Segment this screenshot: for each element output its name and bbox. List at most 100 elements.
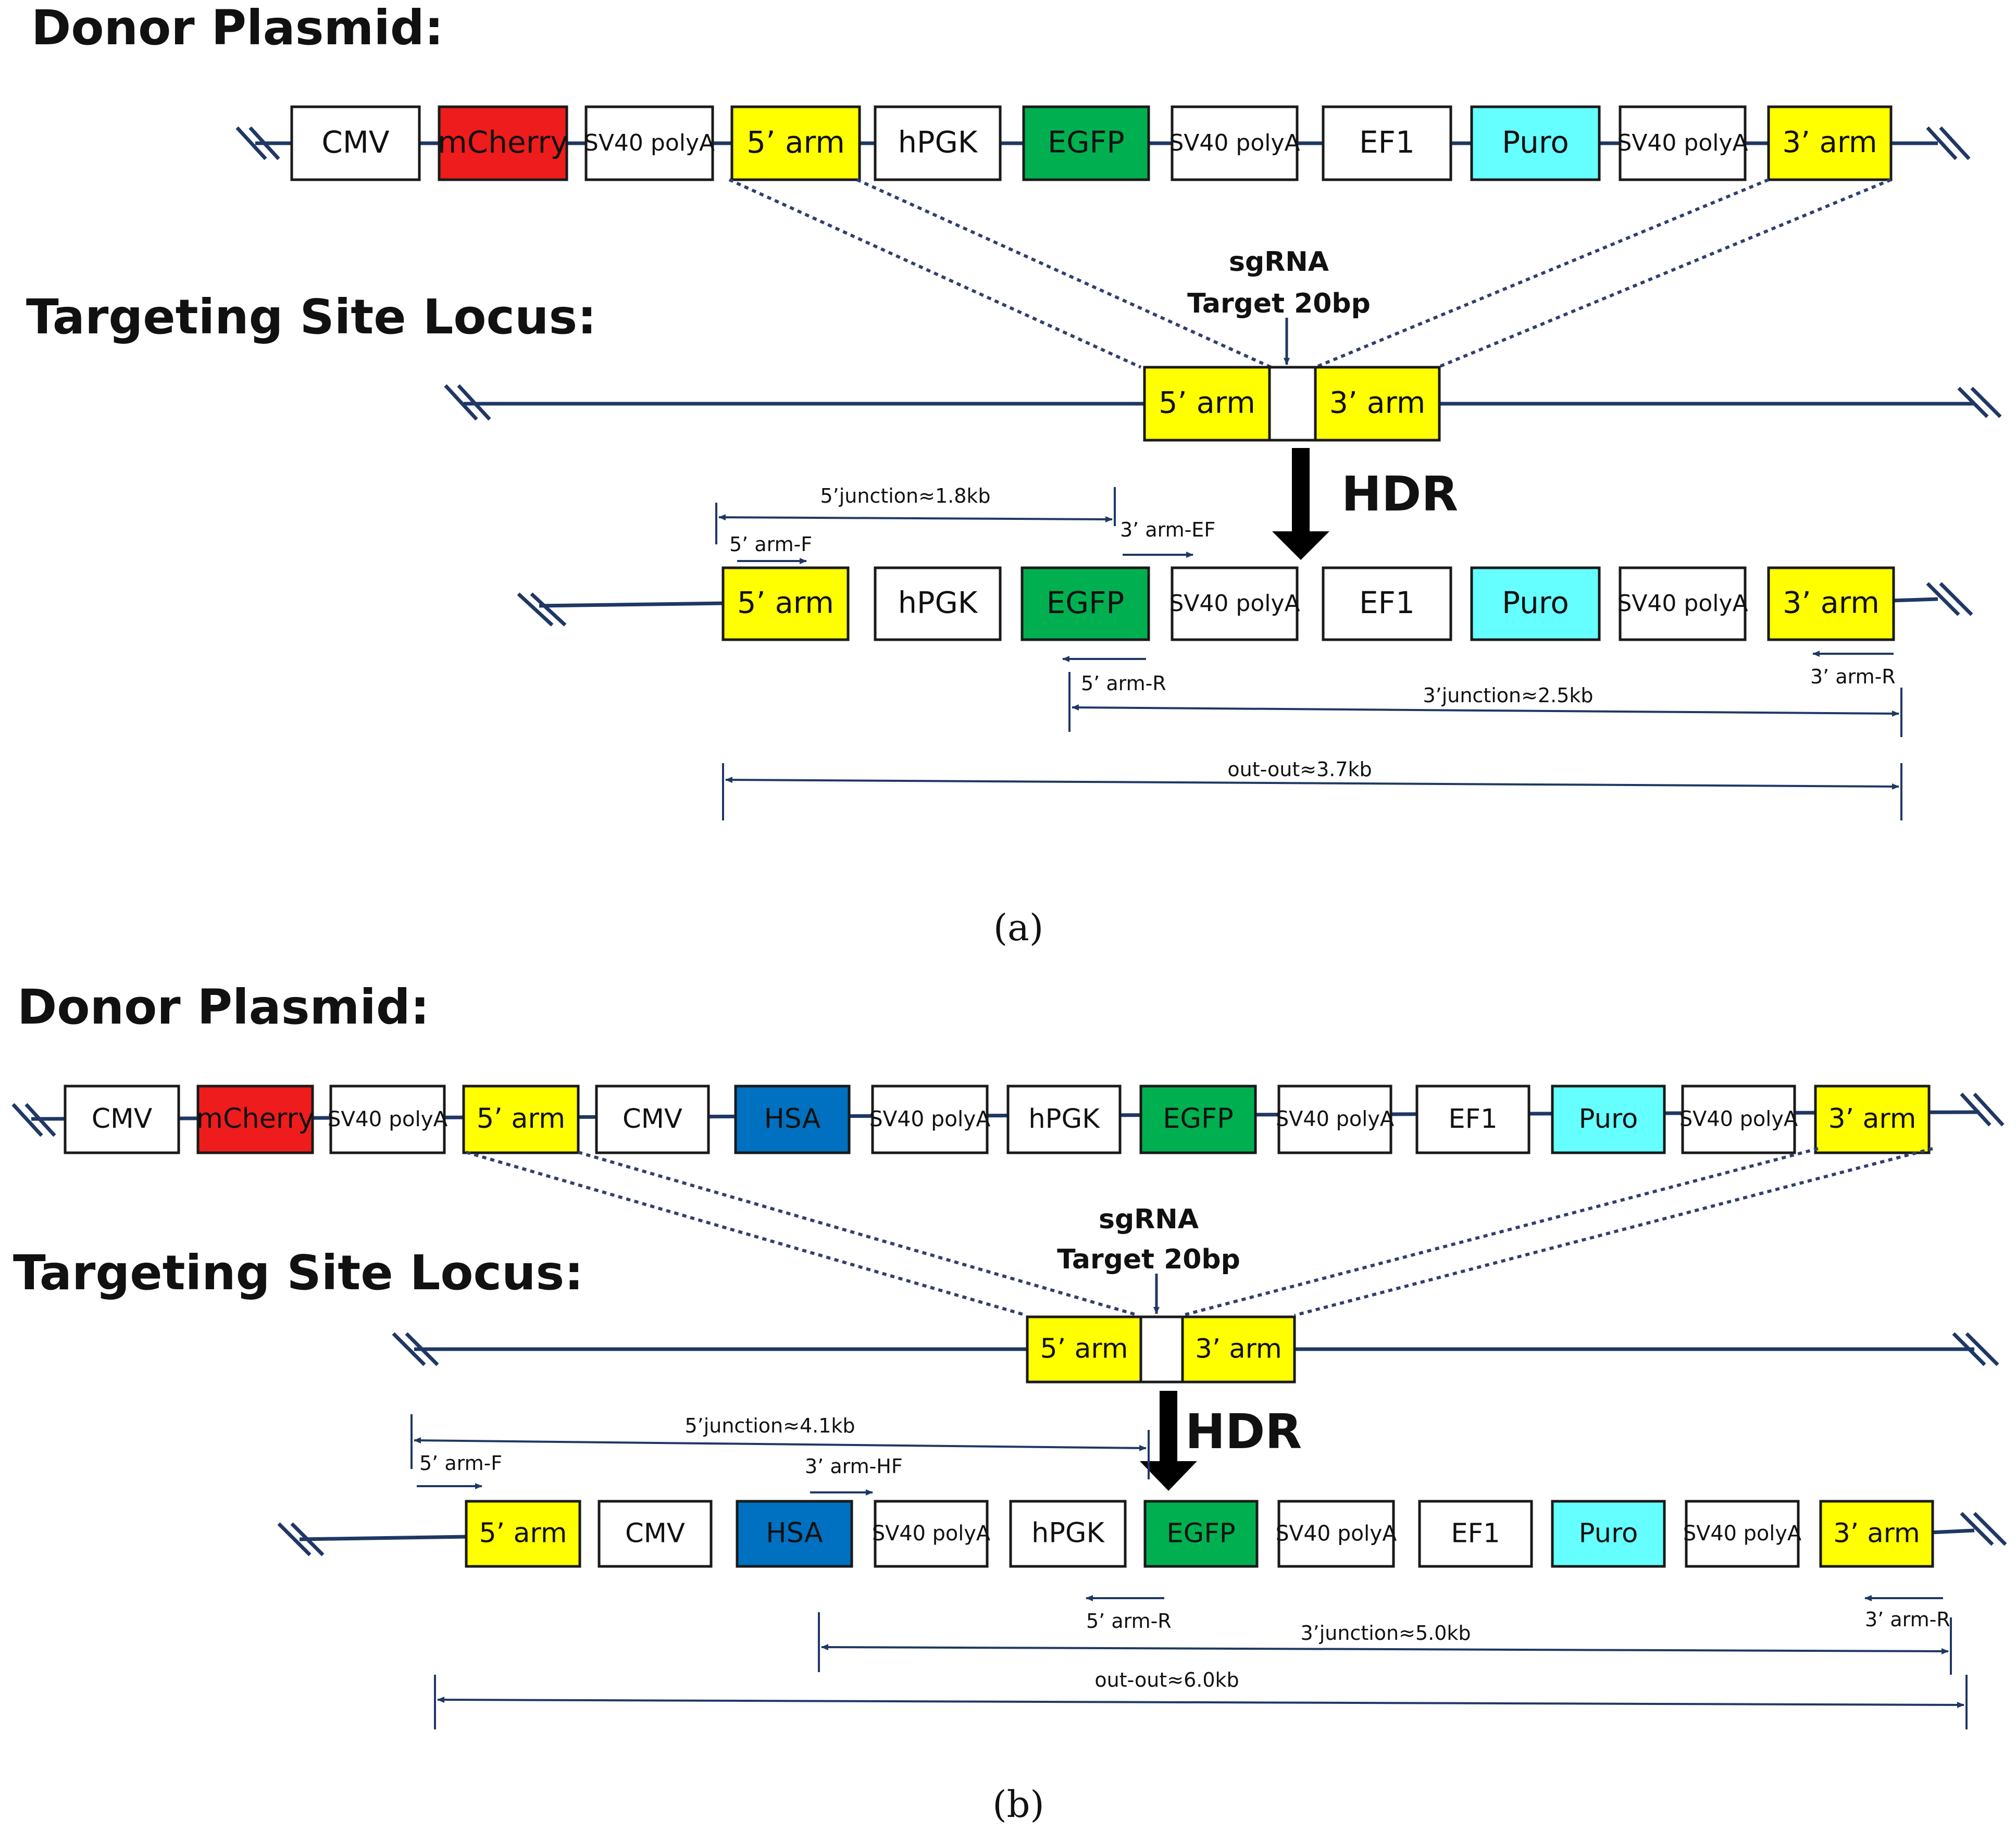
element-box-5-arm: [1026, 1315, 1142, 1384]
element-box-mcherry: [196, 1085, 314, 1154]
element-label-sv40-polya: SV40 polyA: [328, 1107, 448, 1131]
element-label-3-arm: 3’ arm: [1329, 386, 1425, 420]
element-box-puro: [1470, 566, 1601, 641]
element-label-sv40-polya: SV40 polyA: [1276, 1107, 1394, 1131]
element-box-ef1: [1418, 1500, 1533, 1568]
panel-a-locus-heading: Targeting Site Locus:: [26, 289, 596, 345]
amplicon-label: 5’junction≈4.1kb: [685, 1414, 855, 1437]
element-label-cmv: CMV: [623, 1103, 682, 1135]
element-box-ef1: [1322, 566, 1452, 641]
panel-a-sgrna-label: sgRNA: [1229, 246, 1329, 278]
panel-b-donor-heading: Donor Plasmid:: [17, 979, 430, 1035]
element-label-sv40-polya: SV40 polyA: [1276, 1521, 1397, 1546]
amplicon-label: out-out≈3.7kb: [1227, 758, 1372, 781]
element-label-egfp: EGFP: [1166, 1518, 1235, 1549]
element-label-puro: Puro: [1579, 1103, 1638, 1135]
element-box-spacer: [1139, 1315, 1184, 1384]
element-box-sv40-polya: [1171, 105, 1299, 181]
element-box-sv40-polya: [871, 1085, 989, 1154]
break-mark-icon: [1973, 1092, 2005, 1127]
element-box-ef1: [1322, 105, 1452, 181]
element-label-puro: Puro: [1502, 124, 1569, 160]
panel-a-amplicon-3junction: 3’junction≈2.5kb: [1068, 672, 1902, 737]
break-mark-icon: [1970, 387, 2002, 418]
element-label-hpgk: hPGK: [1031, 1517, 1105, 1549]
element-label-5-arm: 5’ arm: [477, 1103, 565, 1135]
panel-b-primer-3arm-hf: 3’ arm-HF: [805, 1455, 903, 1496]
element-box-puro: [1551, 1500, 1666, 1568]
element-label-3-arm: 3’ arm: [1828, 1103, 1917, 1135]
element-label-3-arm: 3’ arm: [1195, 1334, 1281, 1365]
element-box-egfp: [1022, 105, 1150, 181]
element-box-egfp: [1139, 1085, 1257, 1154]
element-box-mcherry: [438, 105, 568, 181]
element-label-5-arm: 5’ arm: [746, 124, 845, 160]
amplicon-label: 3’junction≈2.5kb: [1423, 684, 1593, 707]
element-box-cmv: [598, 1500, 713, 1568]
element-box-hpgk: [1009, 1500, 1127, 1568]
panel-a-hdr-label: HDR: [1341, 466, 1458, 522]
panel-b-primer-5arm-f: 5’ arm-F: [417, 1452, 502, 1489]
element-box-5-arm: [465, 1500, 581, 1568]
panel-b-homology-lines: [466, 1147, 1933, 1317]
element-label-5-arm: 5’ arm: [1159, 386, 1255, 420]
element-box-sv40-polya: [584, 105, 714, 181]
panel-b-sgrna-label: sgRNA: [1099, 1204, 1199, 1235]
break-mark-icon: [1973, 1512, 2007, 1546]
element-label-mcherry: mCherry: [438, 124, 568, 160]
panel-a-amplicon-out-out: out-out≈3.7kb: [722, 758, 1902, 820]
element-label-cmv: CMV: [625, 1518, 685, 1549]
panel-a-result-backbone: [517, 582, 1973, 627]
element-label-cmv: CMV: [321, 124, 390, 160]
primer-label: 5’ arm-R: [1081, 672, 1166, 695]
panel-a-label: (a): [993, 906, 1043, 949]
panel-a-hdr-arrowhead-icon: [1272, 531, 1329, 560]
panel-a-amplicon-5junction: 5’junction≈1.8kb: [715, 484, 1116, 544]
element-label-sv40-polya: SV40 polyA: [869, 1106, 991, 1131]
element-label-egfp: EGFP: [1047, 585, 1125, 620]
break-mark-icon: [1939, 126, 1971, 160]
element-box-hsa: [734, 1085, 851, 1154]
element-box-3-arm: [1314, 366, 1441, 442]
element-label-sv40-polya: SV40 polyA: [584, 130, 715, 156]
element-label-egfp: EGFP: [1048, 126, 1125, 160]
panel-a-donor-heading: Donor Plasmid:: [31, 0, 444, 56]
element-label-5-arm: 5’ arm: [1040, 1334, 1128, 1365]
panel-b-locus-elements: 5’ arm 3’ arm: [1026, 1315, 1296, 1384]
panel-b-primer-3arm-r: 3’ arm-R: [1864, 1595, 1950, 1631]
panel-b-locus-heading: Targeting Site Locus:: [13, 1245, 583, 1301]
element-box-5-arm: [1143, 366, 1271, 442]
element-box-spacer: [1268, 366, 1317, 442]
element-label-3-arm: 3’ arm: [1833, 1518, 1920, 1549]
break-mark-icon: [1952, 1332, 1986, 1366]
panel-a-homology-lines: [728, 178, 1892, 369]
panel-a-locus-elements: 5’ arm 3’ arm: [1143, 366, 1441, 442]
element-label-sv40-polya: SV40 polyA: [1169, 130, 1300, 156]
element-box-3-arm: [1181, 1315, 1296, 1384]
break-mark-icon: [530, 592, 567, 627]
element-label-hpgk: hPGK: [1028, 1103, 1100, 1135]
panel-a-primer-3arm-ef: 3’ arm-EF: [1120, 518, 1215, 558]
element-box-egfp: [1021, 566, 1150, 641]
amplicon-label: out-out≈6.0kb: [1094, 1668, 1239, 1691]
primer-label: 5’ arm-F: [729, 533, 812, 556]
break-mark-icon: [1960, 1512, 1994, 1546]
element-label-sv40-polya: SV40 polyA: [1683, 1522, 1801, 1546]
element-label-hsa: HSA: [766, 1517, 823, 1549]
break-mark-icon: [517, 592, 554, 627]
primer-label: 3’ arm-R: [1865, 1608, 1950, 1631]
element-box-3-arm: [1767, 105, 1893, 181]
element-box-cmv: [64, 1085, 180, 1154]
panel-b-primer-5arm-r: 5’ arm-R: [1086, 1595, 1172, 1633]
element-box-hpgk: [874, 566, 1002, 641]
element-label-ef1: EF1: [1359, 124, 1415, 160]
element-box-3-arm: [1814, 1085, 1931, 1154]
amplicon-label: 3’junction≈5.0kb: [1300, 1622, 1471, 1645]
element-label-sv40-polya: SV40 polyA: [872, 1522, 990, 1546]
primer-label: 5’ arm-F: [419, 1452, 502, 1475]
